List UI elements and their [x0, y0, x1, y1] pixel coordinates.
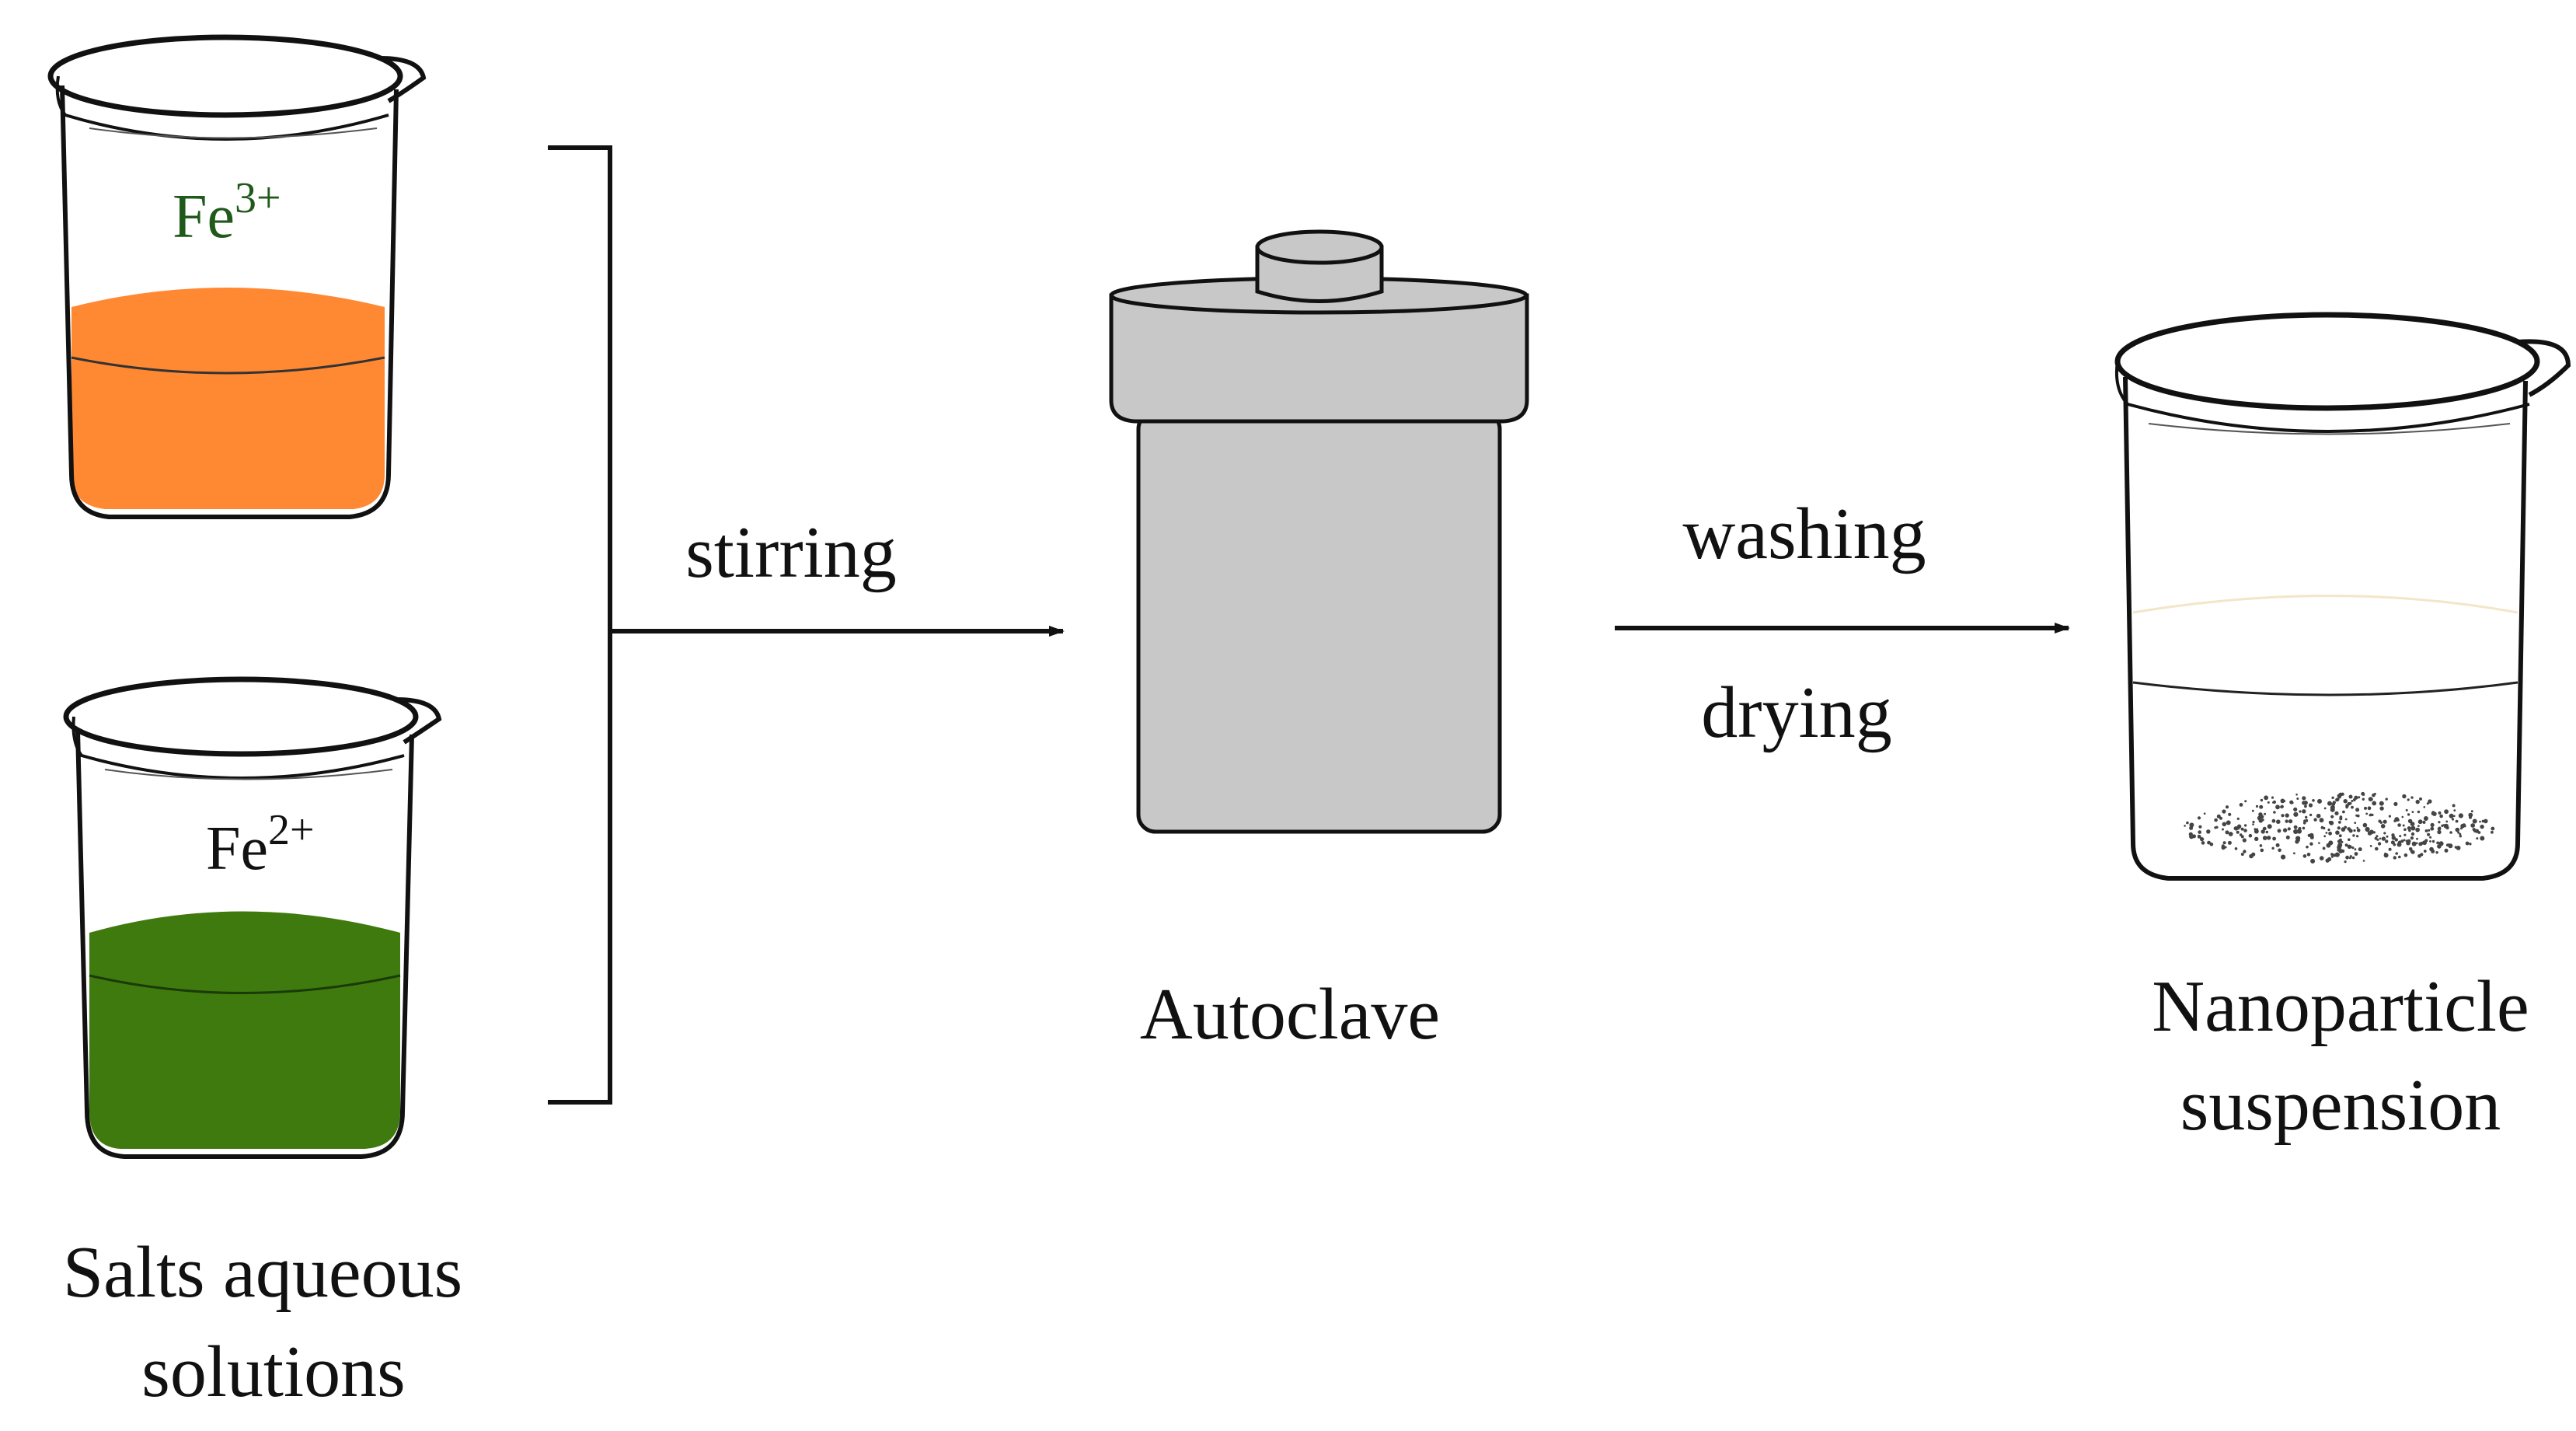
beaker-nanoparticle-suspension: [2114, 312, 2571, 881]
nanoparticle-sediment: [2184, 791, 2495, 864]
product-caption-line2: suspension: [2180, 1065, 2501, 1146]
washing-label: washing: [1682, 494, 1926, 574]
fe3-solution: [71, 288, 385, 509]
stirring-label: stirring: [685, 512, 897, 593]
salts-caption-line2: solutions: [141, 1332, 406, 1412]
autoclave-vessel: [1109, 229, 1529, 834]
beaker-fe3: Fe3+: [47, 34, 427, 519]
fe3-ion-label: Fe3+: [173, 174, 281, 251]
autoclave-label: Autoclave: [1140, 974, 1440, 1055]
drying-label: drying: [1701, 672, 1891, 753]
beaker-fe2: Fe2+: [63, 676, 442, 1159]
merge-bracket: [548, 145, 612, 1105]
salts-caption-line1: Salts aqueous: [63, 1232, 462, 1313]
product-caption-line1: Nanoparticle: [2152, 966, 2529, 1047]
fe2-solution: [89, 911, 400, 1149]
fe2-ion-label: Fe2+: [206, 806, 315, 883]
